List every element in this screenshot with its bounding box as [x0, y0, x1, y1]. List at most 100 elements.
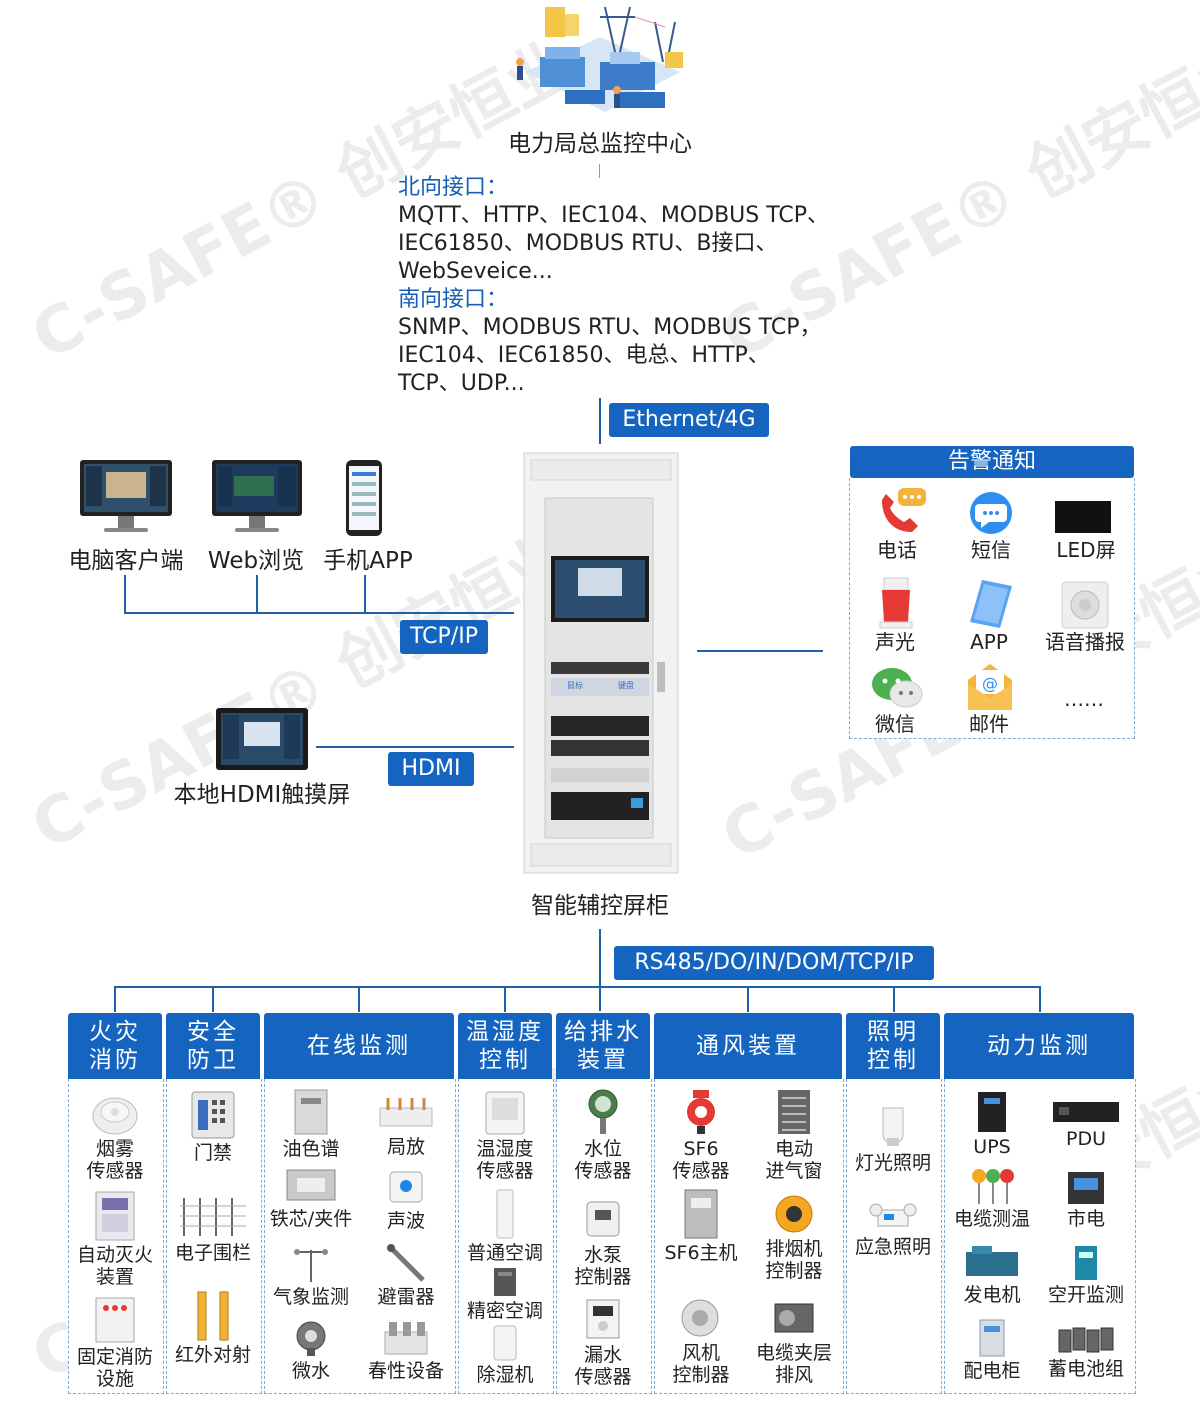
connector-line: [124, 612, 514, 614]
item-label-line: 市电: [1066, 1208, 1105, 1230]
pc-client-label: 电脑客户端: [68, 548, 184, 574]
cabinet-icon: [294, 1089, 328, 1135]
dehumidifier-icon: [493, 1325, 517, 1361]
item-label-line: 精密空调: [466, 1300, 543, 1322]
item-label-line: 温湿度: [476, 1138, 534, 1160]
connector-line: [599, 929, 601, 1011]
category-title-line: 控制: [479, 1047, 531, 1073]
south-interface-title: 南向接口：: [398, 287, 509, 312]
emergency-light-icon: [869, 1203, 917, 1227]
water-pump-controller: 水泵 控制器: [558, 1196, 648, 1288]
alarm-item-voice: 语音播报: [1045, 630, 1125, 654]
item-label-line: 传感器: [476, 1160, 534, 1182]
led-screen-icon: [1055, 501, 1111, 533]
speaker-icon: [1061, 581, 1109, 629]
infrared-beam: 红外对射: [168, 1290, 258, 1366]
bus-drop: [114, 986, 116, 1012]
item-label-line: UPS: [973, 1136, 1011, 1158]
infrared-beam-icon: [197, 1291, 229, 1341]
thermo-hygrometer-icon: [485, 1091, 525, 1135]
clamp-sensor-icon: [286, 1169, 336, 1201]
item-label-line: SF6主机: [664, 1242, 738, 1264]
normal-air-conditioner: 普通空调: [460, 1188, 550, 1264]
temp-humidity-sensor: 温湿度 传感器: [460, 1090, 550, 1182]
alarm-item-sms: 短信: [971, 538, 1011, 562]
smoke-sensor: 烟雾 传感器: [70, 1090, 160, 1182]
weather-station-icon: [294, 1249, 328, 1282]
bus-drop: [893, 986, 895, 1012]
item-label-line: 油色谱: [282, 1138, 340, 1160]
sms-icon: [970, 492, 1012, 534]
light-bulb-icon: [882, 1107, 904, 1146]
battery-pack: 蓄电池组: [1040, 1322, 1132, 1380]
alarm-panel-title: 告警通知: [850, 446, 1134, 478]
item-label-line: 除湿机: [476, 1364, 534, 1386]
access-control: 门禁: [168, 1090, 258, 1164]
monitoring-center-title: 电力局总监控中心: [508, 131, 692, 157]
leak-sensor-icon: [586, 1299, 620, 1339]
category-security: 安全防卫: [166, 1013, 260, 1079]
arrester-icon: [387, 1244, 425, 1282]
electric-intake-window: 电动 进气窗: [748, 1088, 840, 1182]
smoke-exhaust-controller: 排烟机 控制器: [748, 1192, 840, 1282]
cabinet-label: 智能辅控屏柜: [531, 893, 669, 919]
app-phone-icon: [970, 580, 1012, 628]
mobile-app-label: 手机APP: [323, 548, 413, 574]
smoke-detector-icon: [92, 1097, 138, 1135]
south-line: TCP、UDP...: [398, 371, 525, 396]
item-label-line: 声波: [386, 1210, 425, 1232]
web-browse-label: Web浏览: [207, 548, 305, 574]
item-label-line: 电动: [774, 1138, 813, 1160]
breaker-module-icon: [1075, 1246, 1097, 1280]
acoustic-wave: 声波: [360, 1166, 452, 1232]
mains-power: 市电: [1040, 1170, 1132, 1230]
sf6-host: SF6主机: [656, 1188, 746, 1264]
sf6-host-icon: [684, 1189, 718, 1239]
category-title-line: 控制: [867, 1047, 919, 1073]
cable-exhaust-icon: [774, 1303, 814, 1333]
battery-bank-icon: [1058, 1327, 1114, 1353]
item-label-line: 红外对射: [174, 1344, 251, 1366]
item-label-line: 铁芯/夹件: [269, 1208, 353, 1230]
category-fire: 火灾消防: [68, 1013, 162, 1079]
wechat-icon: [872, 668, 923, 708]
exhaust-fan-icon: [775, 1195, 813, 1233]
item-label-line: 电缆测温: [953, 1208, 1030, 1230]
pdu: PDU: [1040, 1098, 1132, 1150]
fan-controller: 风机 控制器: [656, 1294, 746, 1386]
north-line: WebSeveice...: [398, 259, 553, 284]
oil-chromatography: 油色谱: [266, 1088, 356, 1160]
siren-icon: [879, 577, 913, 629]
item-label-line: 控制器: [672, 1364, 730, 1386]
bus-drop: [1039, 986, 1041, 1012]
bus-drop: [747, 986, 749, 1012]
control-cabinet: [523, 452, 679, 874]
item-label-line: 装置: [95, 1266, 134, 1288]
generator-icon: [966, 1246, 1018, 1276]
pdu-icon: [1053, 1102, 1119, 1122]
item-label-line: 烟雾: [95, 1138, 134, 1160]
item-label-line: 控制器: [574, 1266, 632, 1288]
item-label-line: 发电机: [963, 1284, 1021, 1306]
rs485-tag: RS485/DO/IN/DOM/TCP/IP: [614, 946, 934, 980]
pc-monitor-icon: [80, 460, 172, 532]
fence-icon: [180, 1198, 246, 1236]
bus-drop: [358, 986, 360, 1012]
power-grid-illustration: [516, 6, 683, 112]
email-icon: @: [968, 664, 1012, 710]
item-label-line: 局放: [386, 1136, 425, 1158]
bus-drop: [504, 986, 506, 1012]
ups: UPS: [946, 1090, 1038, 1158]
cable-temp-sensor-icon: [972, 1169, 1014, 1204]
alarm-item-app: APP: [970, 630, 1008, 654]
connector-line: [697, 650, 823, 652]
fire-cabinet-icon: [95, 1297, 135, 1343]
item-label-line: 气象监测: [272, 1286, 349, 1308]
cable-interlayer-exhaust: 电缆夹层 排风: [748, 1294, 840, 1386]
item-label-line: 排风: [774, 1364, 813, 1386]
acoustic-sensor-icon: [389, 1171, 423, 1203]
micro-water-sensor-icon: [296, 1321, 326, 1356]
fire-control-panel-icon: [95, 1191, 135, 1241]
alarm-item-phone: 电话: [877, 538, 917, 562]
item-label-line: SF6: [683, 1138, 719, 1160]
